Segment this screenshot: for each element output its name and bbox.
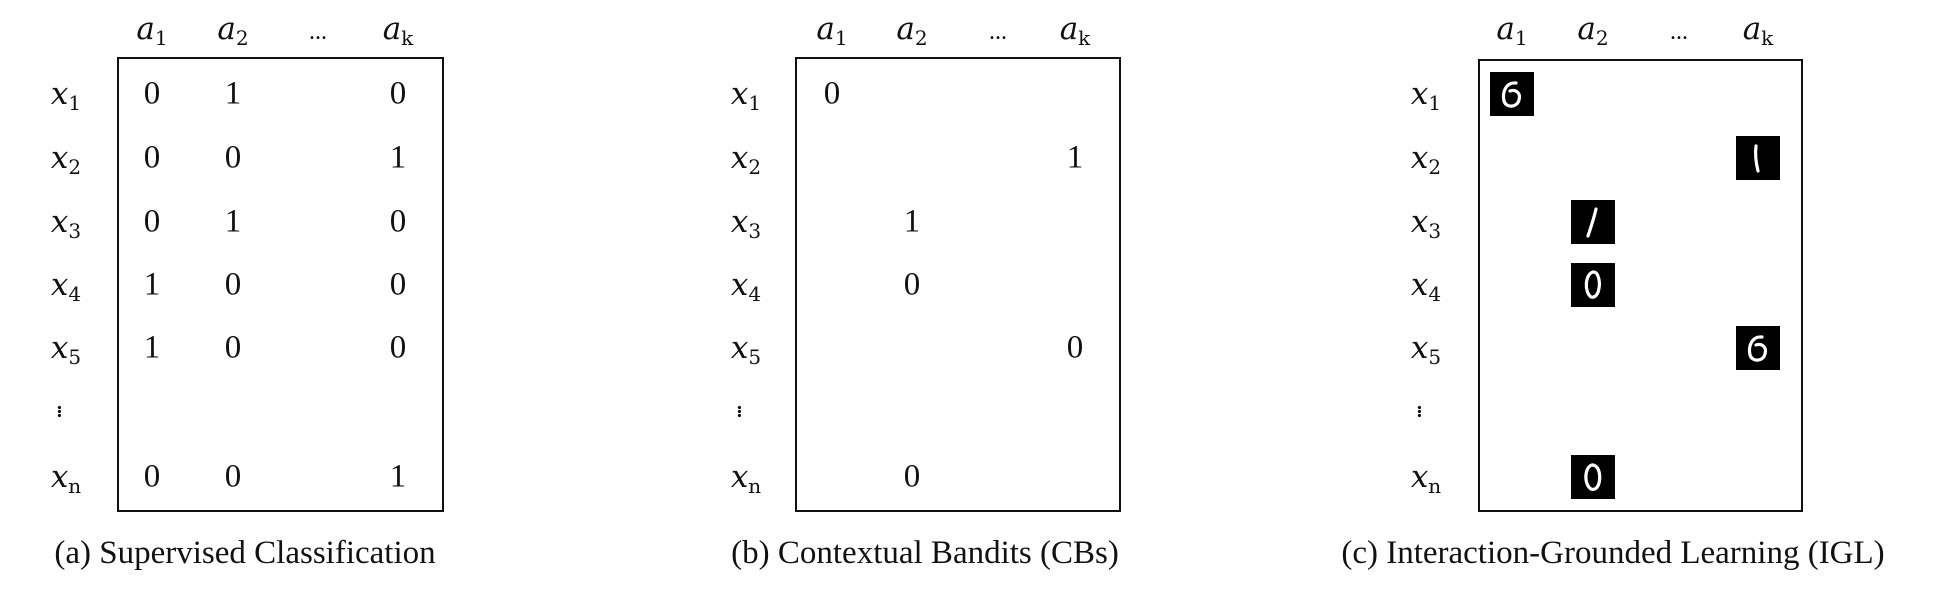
panel-a-cell-r1-c3: 0 <box>389 75 407 112</box>
handwritten-one-icon <box>1736 136 1780 180</box>
panel-a-column-ellipsis: ... <box>309 19 327 45</box>
panel-a-row-label-x2: x2 <box>50 140 82 179</box>
panel-a-row-ellipsis: ... <box>51 404 82 416</box>
panel-b-cell-r4-c2: 0 <box>903 266 921 303</box>
panel-a-cell-r6-c3: 1 <box>389 458 407 495</box>
panel-a-cell-r5-c2: 0 <box>224 329 242 366</box>
panel-a-cell-r2-c2: 0 <box>224 139 242 176</box>
panel-a-row-label-xn: xn <box>50 459 82 498</box>
panel-c-row-label-x3: x3 <box>1410 204 1442 243</box>
panel-c-matrix-frame <box>1478 59 1803 512</box>
panel-c-row-label-xn: xn <box>1410 459 1442 498</box>
panel-b-cell-r3-c2: 1 <box>903 203 921 240</box>
panel-a-column-label-a1: a1 <box>136 11 168 50</box>
panel-c-row-label-x4: x4 <box>1410 267 1442 306</box>
panel-b-row-label-x2: x2 <box>730 140 762 179</box>
panel-c-row-label-x5: x5 <box>1410 330 1442 369</box>
panel-a-row-label-x3: x3 <box>50 204 82 243</box>
panel-b-column-label-a2: a2 <box>896 11 928 50</box>
panel-b-cell-r2-c3: 1 <box>1066 139 1084 176</box>
panel-c-column-ellipsis: ... <box>1670 19 1688 45</box>
panel-b-row-label-x5: x5 <box>730 330 762 369</box>
panel-b-row-label-xn: xn <box>730 459 762 498</box>
panel-c-column-label-a2: a2 <box>1577 11 1609 50</box>
panel-c-row-label-x1: x1 <box>1410 76 1442 115</box>
panel-b-row-label-x4: x4 <box>730 267 762 306</box>
panel-b-row-ellipsis: ... <box>731 404 762 416</box>
handwritten-zero-icon <box>1736 326 1780 370</box>
panel-a-row-label-x4: x4 <box>50 267 82 306</box>
panel-b-row-label-x3: x3 <box>730 204 762 243</box>
panel-a-cell-r3-c1: 0 <box>143 203 161 240</box>
panel-a-column-label-a2: a2 <box>217 11 249 50</box>
panel-c-row-ellipsis: ... <box>1411 404 1442 416</box>
panel-a-cell-r5-c3: 0 <box>389 329 407 366</box>
panel-a-cell-r2-c1: 0 <box>143 139 161 176</box>
panel-b-matrix-frame <box>795 57 1121 512</box>
handwritten-zero-icon <box>1571 455 1615 499</box>
panel-b-column-ellipsis: ... <box>989 19 1007 45</box>
handwritten-zero-icon <box>1490 72 1534 116</box>
panel-b-row-label-x1: x1 <box>730 76 762 115</box>
panel-a-cell-r4-c2: 0 <box>224 266 242 303</box>
panel-a-row-label-x5: x5 <box>50 330 82 369</box>
panel-a-cell-r6-c2: 0 <box>224 458 242 495</box>
panel-a-cell-r1-c1: 0 <box>143 75 161 112</box>
panel-a-row-label-x1: x1 <box>50 76 82 115</box>
panel-a-cell-r3-c2: 1 <box>224 203 242 240</box>
panel-a-column-label-ak: ak <box>382 11 414 50</box>
handwritten-one-icon <box>1571 200 1615 244</box>
panel-b-column-label-ak: ak <box>1059 11 1091 50</box>
panel-b-cell-r6-c2: 0 <box>903 458 921 495</box>
panel-b-cell-r1-c1: 0 <box>823 75 841 112</box>
panel-b-column-label-a1: a1 <box>816 11 848 50</box>
panel-c-column-label-a1: a1 <box>1496 11 1528 50</box>
panel-c-row-label-x2: x2 <box>1410 140 1442 179</box>
handwritten-zero-icon <box>1571 263 1615 307</box>
panel-a-cell-r4-c3: 0 <box>389 266 407 303</box>
panel-a-caption: (a) Supervised Classification <box>54 535 436 571</box>
panel-c-column-label-ak: ak <box>1742 11 1774 50</box>
panel-a-matrix-frame <box>117 57 444 512</box>
panel-a-cell-r6-c1: 0 <box>143 458 161 495</box>
panel-a-cell-r1-c2: 1 <box>224 75 242 112</box>
panel-c-caption: (c) Interaction-Grounded Learning (IGL) <box>1341 535 1885 571</box>
panel-a-cell-r5-c1: 1 <box>143 329 161 366</box>
panel-b-cell-r5-c3: 0 <box>1066 329 1084 366</box>
panel-a-cell-r2-c3: 1 <box>389 139 407 176</box>
panel-a-cell-r3-c3: 0 <box>389 203 407 240</box>
panel-b-caption: (b) Contextual Bandits (CBs) <box>731 535 1119 571</box>
panel-a-cell-r4-c1: 1 <box>143 266 161 303</box>
